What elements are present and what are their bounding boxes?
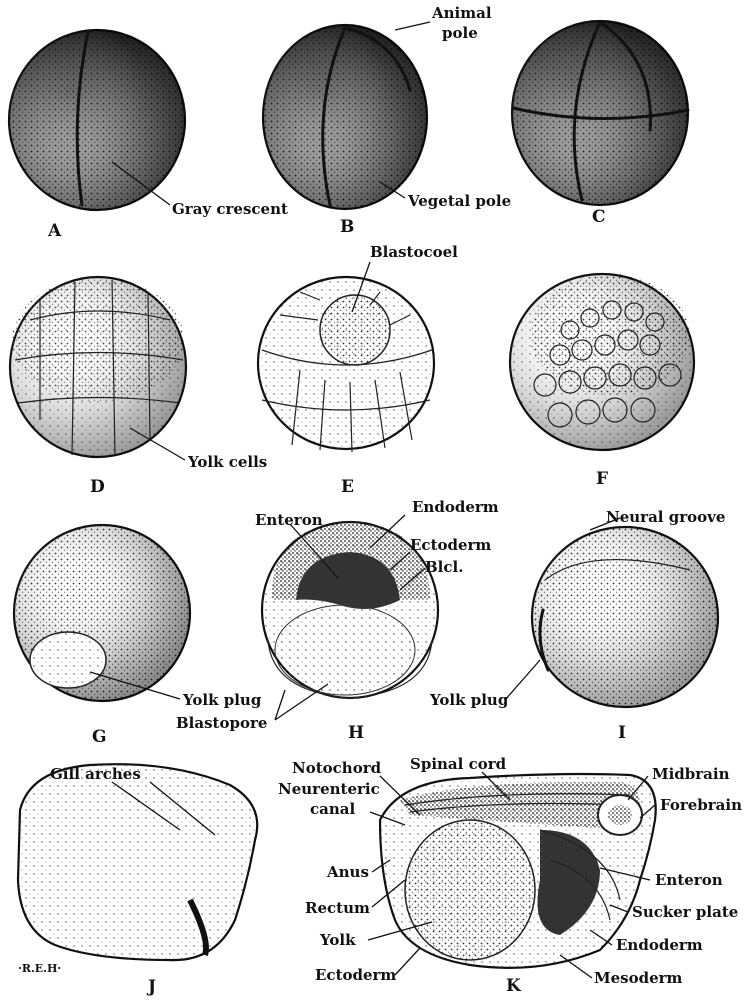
panel-letter-j: J — [146, 977, 156, 996]
panel-j: Gill arches ·R.E.H· J — [18, 764, 257, 996]
label-anus: Anus — [326, 863, 369, 881]
label-yolk: Yolk — [319, 931, 356, 949]
panel-letter-h: H — [348, 723, 364, 743]
label-mesoderm: Mesoderm — [594, 969, 683, 987]
label-blastopore: Blastopore — [176, 714, 267, 732]
label-blastocoel: Blastocoel — [370, 243, 458, 261]
panel-letter-c: C — [592, 207, 606, 227]
label-endoderm-k: Endoderm — [616, 936, 703, 954]
label-ectoderm-k: Ectoderm — [315, 966, 396, 984]
artist-signature: ·R.E.H· — [18, 962, 61, 975]
label-gill-arches: Gill arches — [50, 765, 141, 783]
panel-f: F — [510, 274, 694, 489]
label-sucker-plate: Sucker plate — [632, 903, 738, 921]
panel-k: Notochord Neurenteric canal Spinal cord … — [278, 755, 742, 996]
panel-letter-i: I — [618, 723, 626, 743]
label-blcl: Blcl. — [425, 558, 463, 576]
panel-b: Animal pole Vegetal pole B — [263, 4, 511, 237]
label-rectum: Rectum — [305, 899, 370, 917]
label-vegetal-pole: Vegetal pole — [407, 192, 511, 210]
label-pole: pole — [442, 24, 478, 42]
label-enteron-k: Enteron — [655, 871, 723, 889]
panel-letter-d: D — [90, 477, 105, 497]
label-enteron-h: Enteron — [255, 511, 323, 529]
panel-a: Gray crescent A — [9, 30, 288, 241]
label-neural-groove: Neural groove — [606, 508, 725, 526]
label-yolk-cells: Yolk cells — [187, 453, 267, 471]
label-endoderm-h: Endoderm — [412, 498, 499, 516]
panel-letter-b: B — [340, 217, 354, 237]
panel-letter-g: G — [92, 727, 107, 747]
panel-letter-e: E — [341, 477, 354, 497]
label-yolk-plug-i: Yolk plug — [429, 691, 509, 709]
label-forebrain: Forebrain — [660, 796, 742, 814]
label-yolk-plug-g: Yolk plug — [182, 691, 262, 709]
label-ectoderm-h: Ectoderm — [410, 536, 491, 554]
label-notochord: Notochord — [292, 759, 382, 777]
label-neurenteric: Neurenteric — [278, 780, 380, 798]
panel-letter-a: A — [47, 221, 62, 241]
panel-d: Yolk cells D — [10, 277, 267, 497]
panel-c: C — [512, 21, 688, 227]
label-animal: Animal — [431, 4, 492, 22]
label-canal: canal — [310, 800, 355, 818]
label-gray-crescent: Gray crescent — [172, 200, 288, 218]
label-midbrain: Midbrain — [652, 765, 730, 783]
label-spinal-cord: Spinal cord — [410, 755, 507, 773]
panel-e: Blastocoel E — [258, 243, 458, 497]
panel-letter-k: K — [506, 976, 522, 996]
panel-letter-f: F — [596, 469, 608, 489]
